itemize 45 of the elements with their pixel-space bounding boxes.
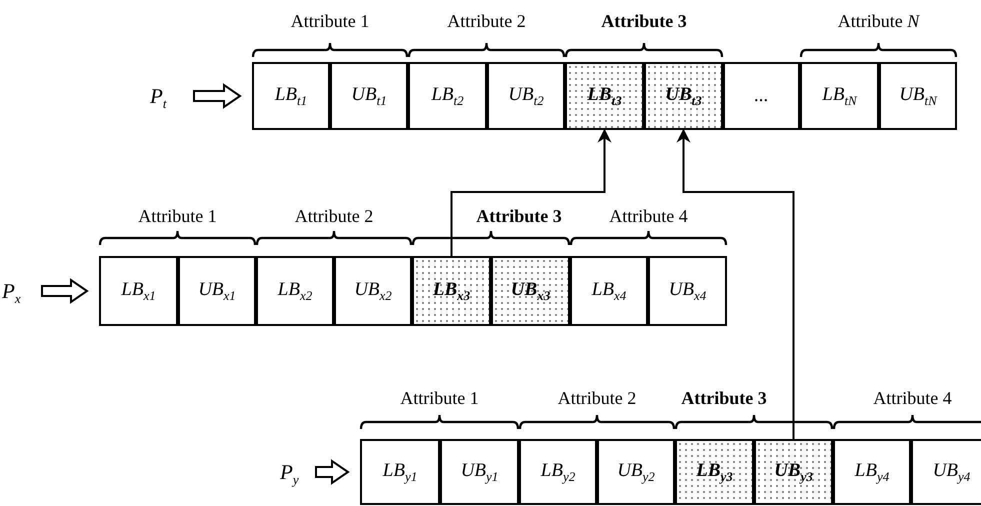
- block-arrow: [41, 278, 89, 304]
- attribute-header: Attribute 4: [609, 205, 688, 227]
- table-cell: LB$_{x2}$: [256, 256, 334, 326]
- attribute-header: Attribute 2: [558, 387, 636, 409]
- table-cell: UB$_{t3}$: [644, 62, 723, 130]
- attribute-header: Attribute N: [838, 10, 920, 32]
- table-cell: LB$_{t2}$: [408, 62, 487, 130]
- attribute-header: Attribute 3: [681, 387, 767, 409]
- table-cell: UB$_{y3}$: [754, 439, 833, 505]
- table-cell: UB$_{x3}$: [491, 256, 570, 326]
- table-cell: ...: [723, 62, 800, 130]
- block-arrow: [315, 459, 350, 485]
- table-cell: UB$_{y2}$: [597, 439, 675, 505]
- table-cell: UB$_{x4}$: [648, 256, 727, 326]
- table-cell: LB$_{t3}$: [565, 62, 644, 130]
- record-label: P$_{x}$: [2, 278, 21, 308]
- attribute-header: Attribute 1: [400, 387, 479, 409]
- arrow: [450, 128, 612, 256]
- table-cell: LB$_{x4}$: [570, 256, 648, 326]
- record-label: P$_{t}$: [150, 83, 166, 114]
- table-cell: UB$_{tN}$: [879, 62, 957, 130]
- attribute-header: Attribute 3: [601, 10, 687, 32]
- table-cell: LB$_{y4}$: [833, 439, 911, 505]
- table-cell: LB$_{x3}$: [412, 256, 491, 326]
- attribute-header: Attribute 4: [873, 387, 952, 409]
- table-cell: UB$_{t1}$: [330, 62, 408, 130]
- attribute-header: Attribute 3: [476, 205, 562, 227]
- table-cell: UB$_{t2}$: [487, 62, 565, 130]
- table-cell: UB$_{y4}$: [911, 439, 981, 505]
- table-cell: LB$_{t1}$: [252, 62, 330, 130]
- attribute-header: Attribute 1: [290, 10, 370, 32]
- table-cell: LB$_{x1}$: [99, 256, 178, 326]
- attribute-header: Attribute 2: [447, 10, 526, 32]
- record-label: P$_{y}$: [280, 459, 299, 490]
- block-arrow: [193, 83, 242, 109]
- table-cell: LB$_{y1}$: [360, 439, 440, 505]
- attribute-header: Attribute 1: [138, 205, 217, 227]
- table-cell: UB$_{y1}$: [440, 439, 519, 505]
- table-cell: LB$_{y2}$: [519, 439, 597, 505]
- table-cell: LB$_{y3}$: [675, 439, 754, 505]
- table-cell: LB$_{tN}$: [800, 62, 879, 130]
- table-cell: UB$_{x2}$: [334, 256, 412, 326]
- table-cell: UB$_{x1}$: [178, 256, 256, 326]
- arrow: [676, 128, 794, 439]
- attribute-header: Attribute 2: [294, 205, 374, 227]
